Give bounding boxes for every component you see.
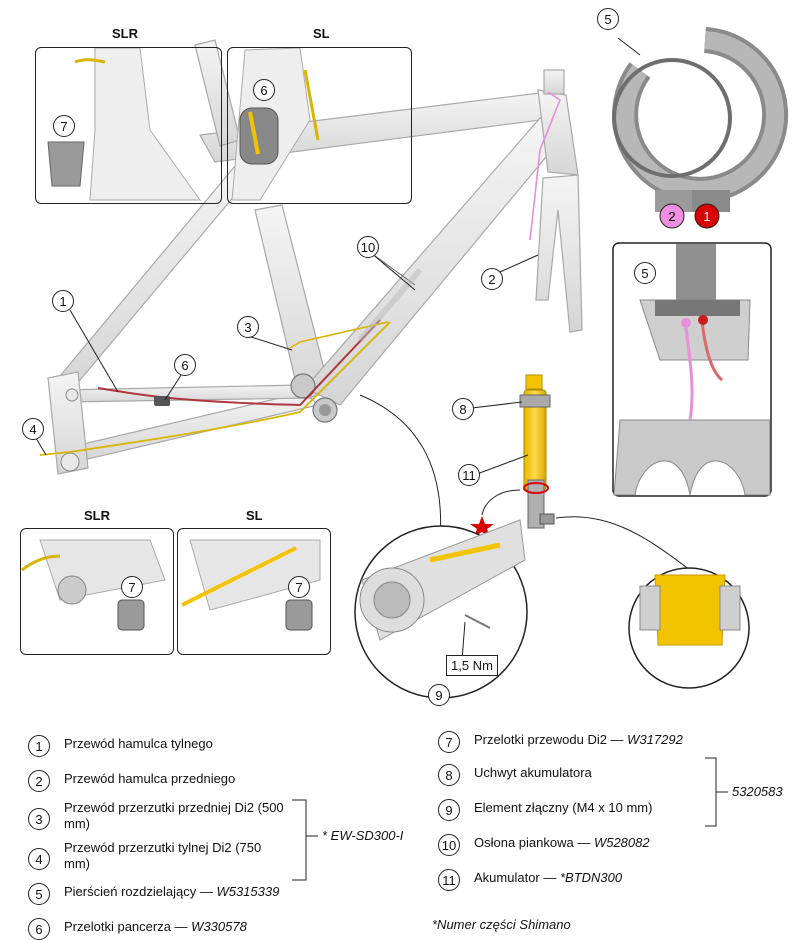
bike-frame-diagram: 2 1	[21, 27, 789, 699]
legend-text: Przelotki przewodu Di2 —	[474, 732, 628, 747]
badge-1-text: 1	[703, 209, 710, 224]
legend-item-11: 11 Akumulator — *BTDN300	[438, 869, 738, 891]
legend-text: Akumulator —	[474, 870, 560, 885]
label-top-slr: SLR	[112, 26, 138, 41]
legend-item-8: 8 Uchwyt akumulatora	[438, 764, 698, 786]
battery-cap-detail	[628, 567, 750, 689]
frame-outline	[47, 39, 583, 475]
legend-item-9: 9 Element złączny (M4 x 10 mm)	[438, 799, 698, 821]
footnote: *Numer części Shimano	[432, 917, 571, 932]
callout-7-bottom-sl: 7	[288, 576, 310, 598]
di2-front-cable	[289, 321, 389, 349]
top-panel-art	[47, 47, 320, 201]
legend-num: 9	[438, 799, 460, 821]
legend-text: Element złączny (M4 x 10 mm)	[474, 800, 653, 815]
group-label-battery-kit: 5320583	[732, 784, 783, 799]
splitter-badge-1	[694, 203, 720, 229]
legend-num: 7	[438, 731, 460, 753]
legend-item-1: 1 Przewód hamulca tylnego	[28, 735, 288, 757]
callout-9: 9	[428, 684, 450, 706]
callout-4: 4	[22, 418, 44, 440]
panel-top-slr	[35, 47, 222, 204]
legend-part: W330578	[191, 919, 247, 934]
legend-num: 4	[28, 848, 50, 870]
legend-part: W5315339	[216, 884, 280, 899]
panel-top-sl	[227, 47, 412, 204]
legend-text: Pierścień rozdzielający —	[64, 884, 217, 899]
bottom-bracket	[290, 373, 338, 423]
group-label-di2: * EW-SD300-I	[322, 828, 404, 843]
legend-part: W528082	[593, 835, 650, 850]
callout-6-top: 6	[253, 79, 275, 101]
label-top-sl: SL	[313, 26, 330, 41]
legend-num: 10	[438, 834, 460, 856]
brake-mount	[65, 388, 79, 402]
label-bottom-slr: SLR	[84, 508, 110, 523]
callout-10: 10	[357, 236, 379, 258]
headset-detail	[612, 242, 772, 497]
front-brake-cable	[529, 91, 561, 241]
di2-rear-cable	[39, 321, 391, 456]
legend-item-4: 4 Przewód przerzutki tylnej Di2 (750 mm)	[28, 840, 288, 872]
legend-num: 1	[28, 735, 50, 757]
callout-5-ring: 5	[597, 8, 619, 30]
leader-lines	[35, 37, 641, 456]
panel-bottom-sl	[177, 528, 331, 655]
legend-item-3: 3 Przewód przerzutki przedniej Di2 (500 …	[28, 800, 288, 832]
splitter-badge-2	[659, 203, 685, 229]
legend-num: 11	[438, 869, 460, 891]
callout-7-bottom-slr: 7	[121, 576, 143, 598]
bottom-panel-art	[21, 539, 321, 631]
callout-2: 2	[481, 268, 503, 290]
legend-item-10: 10 Osłona piankowa — W528082	[438, 834, 738, 856]
callout-7-top: 7	[53, 115, 75, 137]
battery-assembly	[519, 374, 555, 529]
label-bottom-sl: SL	[246, 508, 263, 523]
legend-text: Przewód przerzutki tylnej Di2 (750 mm)	[64, 840, 262, 871]
legend-text: Przewód przerzutki przedniej Di2 (500 mm…	[64, 800, 284, 831]
callout-6-chainstay: 6	[174, 354, 196, 376]
torque-value: 1,5 Nm	[446, 655, 498, 676]
callout-5-headset: 5	[634, 262, 656, 284]
legend-num: 5	[28, 883, 50, 905]
legend-num: 8	[438, 764, 460, 786]
rear-axle	[60, 452, 80, 472]
legend-item-7: 7 Przelotki przewodu Di2 — W317292	[438, 731, 738, 753]
legend-num: 3	[28, 808, 50, 830]
legend-text: Przewód hamulca tylnego	[64, 736, 213, 751]
legend-part: W317292	[627, 732, 683, 747]
legend-item-5: 5 Pierścień rozdzielający — W5315339	[28, 883, 328, 905]
panel-bottom-slr	[20, 528, 174, 655]
legend-text: Uchwyt akumulatora	[474, 765, 592, 780]
legend-text: Osłona piankowa —	[474, 835, 594, 850]
callout-3: 3	[237, 316, 259, 338]
rear-brake-cable	[97, 319, 381, 407]
legend-item-2: 2 Przewód hamulca przedniego	[28, 770, 288, 792]
legend-text: Przelotki pancerza —	[64, 919, 192, 934]
legend-part: *BTDN300	[559, 870, 623, 885]
legend-item-6: 6 Przelotki pancerza — W330578	[28, 918, 328, 940]
legend-text: Przewód hamulca przedniego	[64, 771, 236, 786]
badge-2-text: 2	[668, 209, 675, 224]
callout-1: 1	[52, 290, 74, 312]
legend-num: 2	[28, 770, 50, 792]
callout-11: 11	[458, 464, 480, 486]
callout-8: 8	[452, 398, 474, 420]
